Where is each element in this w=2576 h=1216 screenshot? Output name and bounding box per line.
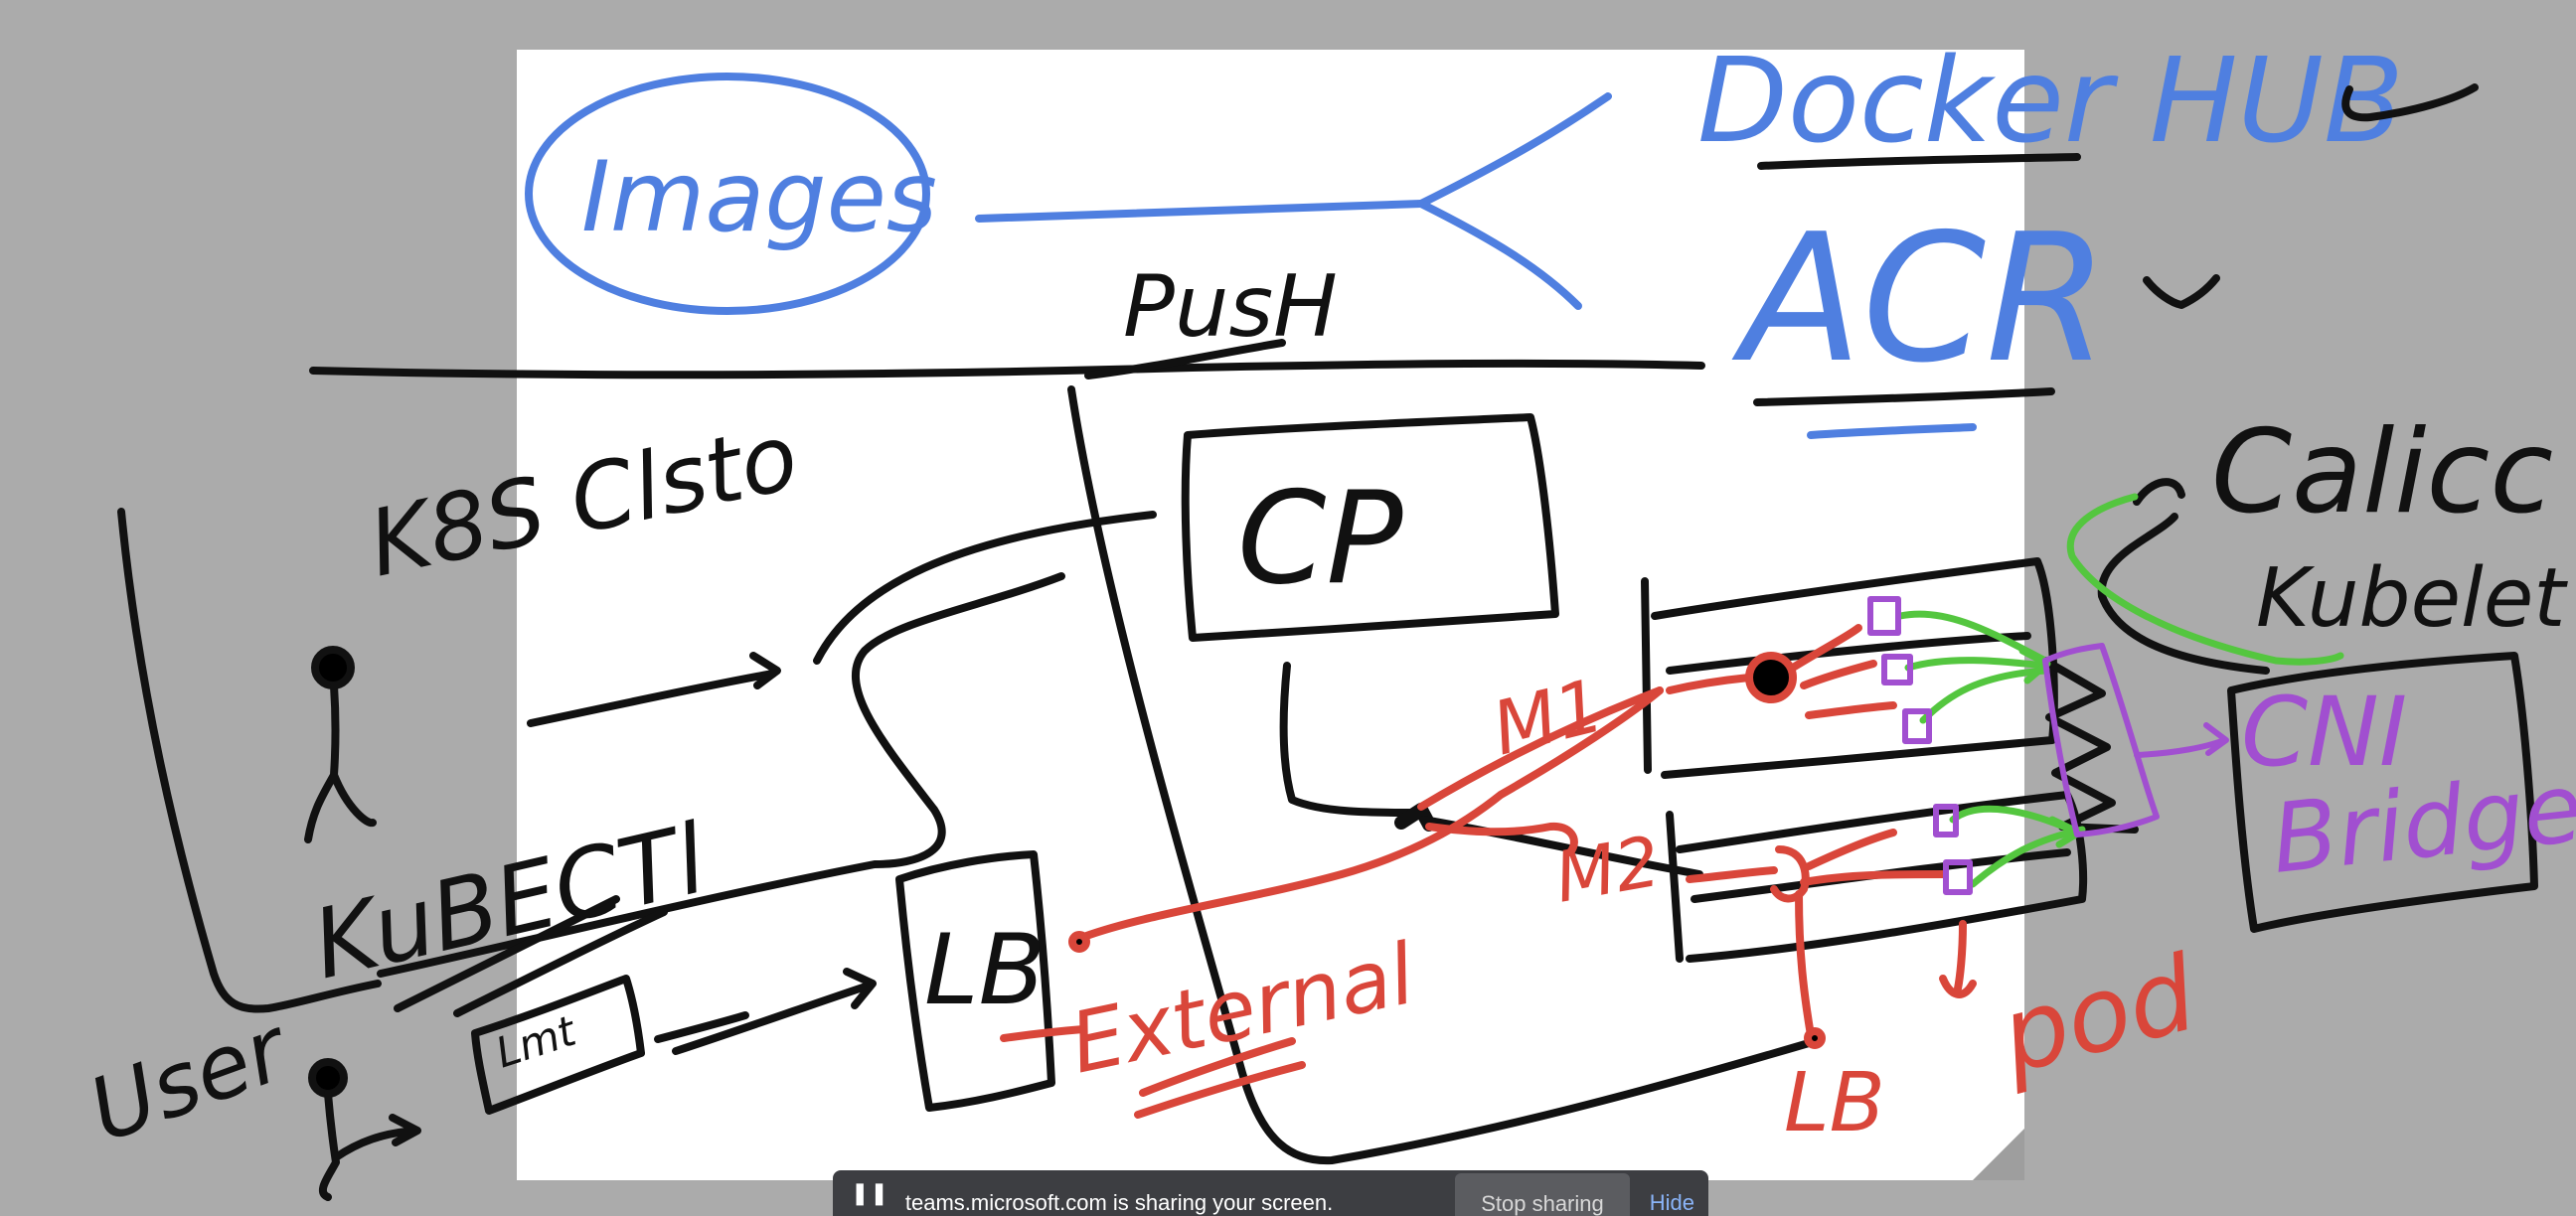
lb-left-label: LB (924, 914, 1046, 1027)
pause-icon[interactable]: ❚❚ (851, 1180, 889, 1206)
acr-underline-black (1753, 387, 2055, 406)
cluster-boundary-curve (1067, 385, 1813, 1165)
cmd-box-label: Lmt (490, 1005, 582, 1077)
acr-underline (1807, 423, 1977, 439)
black-ink-group (117, 83, 2538, 1201)
stick-figure-body-bottom (319, 1090, 421, 1201)
screen-share-bar: ❚❚ teams.microsoft.com is sharing your s… (833, 1170, 1708, 1216)
cmd-to-lb-arrow (672, 982, 873, 1055)
lb-bottom-label: LB (1784, 1056, 1885, 1150)
m1-pod-circle (1745, 652, 1797, 703)
node2-box (1666, 791, 2088, 963)
sharing-message: teams.microsoft.com is sharing your scre… (904, 1190, 1334, 1215)
pod-arrow (1939, 920, 1977, 998)
user-label: User (77, 996, 303, 1162)
docker-hub-checkmark (2341, 83, 2479, 122)
kubectl-strike-1 (394, 895, 620, 1012)
purple-ink-group (1867, 596, 2229, 895)
veth-square-3 (1902, 708, 1932, 744)
stick-figure-head-top (311, 646, 355, 689)
cp-box (1181, 413, 1559, 642)
m1-label: M1 (1485, 663, 1612, 772)
red-ink-group (1000, 624, 1977, 1119)
k8s-cluster-label: K8S Clsto (360, 403, 806, 597)
m2-pod-links (1686, 829, 1947, 886)
whiteboard-canvas[interactable] (517, 50, 2024, 1180)
purple-text-group: CNI Bridge (2241, 677, 2576, 895)
user-to-cluster-arrow (527, 670, 777, 727)
cluster-boundary-left (117, 508, 382, 1013)
push-separator-line (309, 359, 1705, 380)
push-underline (1084, 339, 1286, 380)
external-connector (1074, 686, 1664, 943)
node1-divider (1666, 632, 2031, 675)
cp-to-m-connector (1279, 662, 1420, 817)
pod-to-lb-dot (1804, 1027, 1826, 1049)
calico-loop-hook (2133, 478, 2185, 506)
acr-checkmark (2143, 274, 2220, 309)
external-underline-1 (1000, 1025, 1087, 1042)
bridge-zigzag (2041, 657, 2139, 834)
cp-label: CP (1237, 465, 1403, 613)
veth-square-4 (1933, 804, 1959, 837)
bridge-purple-box (2042, 643, 2160, 837)
pod-to-lb-line (1795, 890, 1815, 1039)
m2-pod-shape (1770, 845, 1810, 903)
user-to-cluster-arrowhead (749, 652, 781, 689)
external-underline-3 (1134, 1061, 1306, 1119)
node1-box (1641, 557, 2058, 779)
kubectl-strike-2 (453, 908, 668, 1017)
pod-label: pod (1989, 932, 2208, 1097)
images-ellipse (525, 73, 930, 315)
veth-link-2 (1904, 657, 2049, 672)
fork-lower-branch (1417, 200, 1582, 310)
cmd-box (471, 975, 645, 1115)
cmd-to-lb-arrowhead (843, 968, 877, 1009)
veth-square-1 (1867, 596, 1901, 636)
bridge-to-cni-arrow (2134, 722, 2229, 758)
m2-line (1425, 822, 1578, 856)
calico-green-arc (2066, 493, 2344, 666)
external-underline-2 (1139, 1037, 1296, 1097)
docker-hub-underline (1757, 153, 2081, 170)
hide-link[interactable]: Hide (1649, 1190, 1694, 1215)
push-arrow-line (975, 200, 1425, 223)
m1-line (1417, 686, 1664, 811)
blue-text-group: Images Docker HUB ACR (581, 32, 2404, 401)
calico-label: Calicc (2211, 405, 2553, 539)
stick-figure-head-bottom (308, 1058, 348, 1098)
kubelet-label: Kubelet (2256, 551, 2568, 646)
veth-square-2 (1881, 654, 1913, 685)
docker-hub-label: Docker HUB (1697, 32, 2404, 169)
push-label: PusH (1123, 257, 1338, 357)
cmd-arrow-double (654, 1011, 749, 1043)
kubectl-label: KuBECTl (303, 803, 716, 1000)
images-label: Images (581, 141, 937, 254)
acr-label: ACR (1731, 196, 2109, 401)
kubectl-curve-upper (813, 511, 1157, 665)
page-curl-corner (1973, 1129, 2024, 1180)
kubectl-curve-lower (377, 572, 1065, 978)
stick-figure-body-top (304, 682, 377, 843)
stop-sharing-button[interactable]: Stop sharing (1455, 1173, 1630, 1216)
fork-upper-branch (1417, 92, 1612, 208)
m2-label: M2 (1549, 821, 1667, 919)
veth-link-5 (1969, 826, 2086, 888)
veth-square-5 (1943, 859, 1973, 895)
kubelet-loop (2097, 513, 2270, 675)
m1-pod-links (1666, 624, 1897, 719)
lb-left-box (895, 850, 1055, 1112)
cni-bridge-box (2227, 652, 2538, 933)
cni-label: CNI (2241, 677, 2407, 788)
blue-ink-group (525, 73, 1977, 439)
external-connector-start (1068, 931, 1090, 953)
